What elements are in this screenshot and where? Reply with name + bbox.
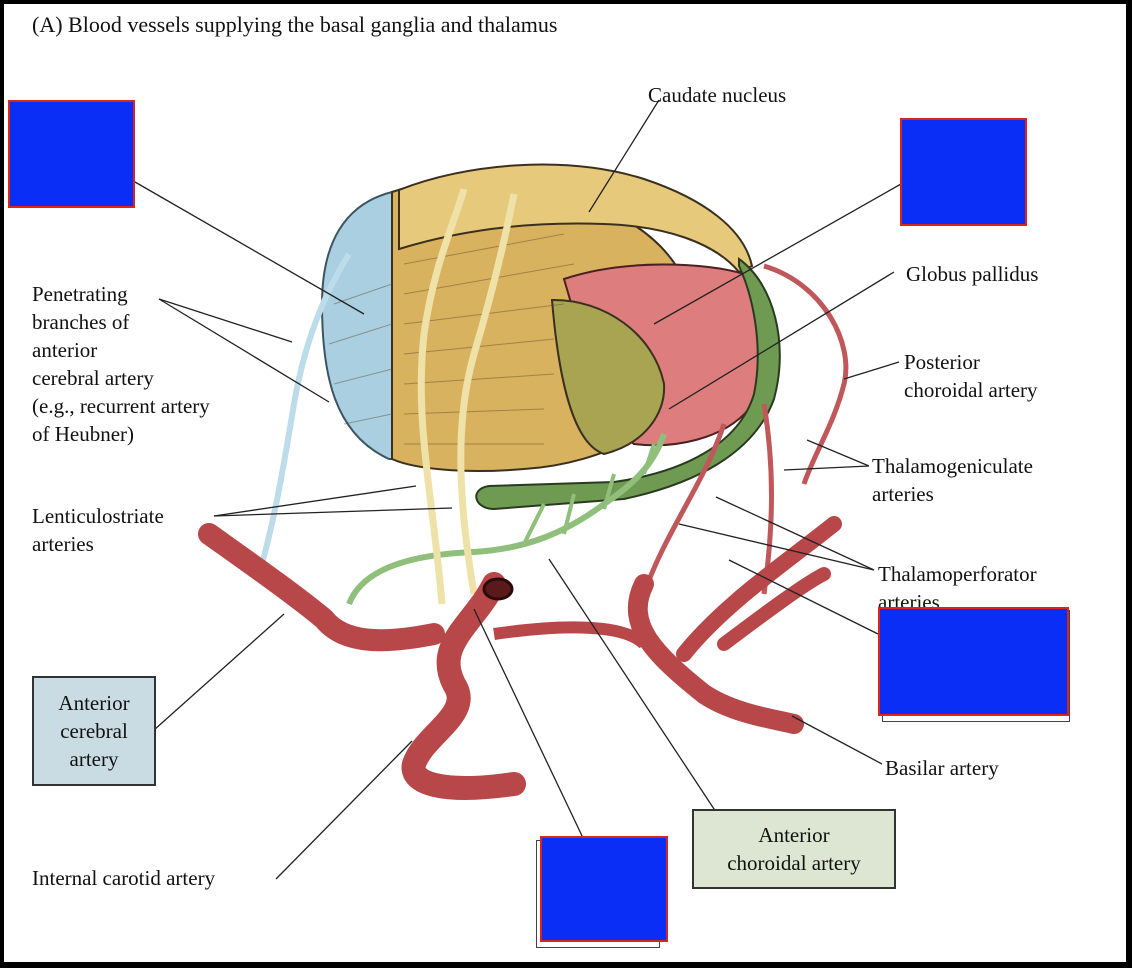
masked-label-box-1[interactable] <box>8 100 135 208</box>
caudate-tail-shape <box>475 257 781 511</box>
masked-label-box-2[interactable] <box>900 118 1027 226</box>
label-basilar-artery: Basilar artery <box>885 756 999 780</box>
masked-label-box-3[interactable] <box>878 607 1069 716</box>
globus-pallidus-shape <box>550 298 666 456</box>
label-internal-carotid-artery: Internal carotid artery <box>32 866 216 890</box>
anterior-striatum-blue-region <box>320 190 396 460</box>
internal-carotid-artery-vessel <box>401 572 526 800</box>
anatomy-illustration <box>134 99 902 880</box>
figure-panel: (A) Blood vessels supplying the basal ga… <box>4 4 1126 962</box>
label-globus-pallidus: Globus pallidus <box>906 262 1039 286</box>
carotid-cut-end <box>482 577 514 601</box>
penetrating-branch-vessel <box>256 252 352 575</box>
label-box-anterior-cerebral-artery: Anterior cerebral artery <box>32 676 156 786</box>
label-caudate-nucleus: Caudate nucleus <box>648 83 787 107</box>
figure-title: (A) Blood vessels supplying the basal ga… <box>32 12 558 37</box>
label-thalamogeniculate-arteries: Thalamogeniculate arteries <box>872 454 1033 506</box>
masked-label-box-4[interactable] <box>540 836 668 942</box>
lenticulostriate-vessel-1 <box>417 188 468 605</box>
label-lenticulostriate-arteries: Lenticulostriate arteries <box>32 504 164 556</box>
lenticulostriate-vessel-2 <box>457 193 518 595</box>
posterior-communicating-vessel <box>493 621 649 649</box>
label-box-anterior-choroidal-artery: Anterior choroidal artery <box>692 809 896 889</box>
basilar-artery-vessel <box>627 574 804 734</box>
label-posterior-choroidal-artery: Posterior choroidal artery <box>904 350 1038 402</box>
anterior-cerebral-artery-vessel <box>198 523 445 652</box>
leader-lines <box>134 99 902 880</box>
label-penetrating-branches: Penetrating branches of anterior cerebra… <box>32 282 210 446</box>
